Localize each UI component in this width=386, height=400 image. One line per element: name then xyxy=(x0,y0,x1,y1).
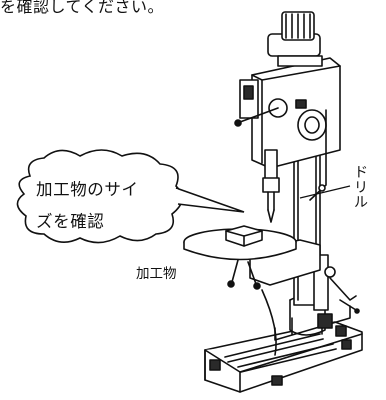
speech-bubble-shape xyxy=(16,149,183,244)
speech-bubble-tail xyxy=(175,187,245,213)
speech-bubble-line-2: ズを確認 xyxy=(36,212,105,231)
drill-label-char: ル xyxy=(354,195,368,211)
drill-leader-line xyxy=(299,185,351,199)
drill-label: ド リ ル xyxy=(353,166,369,211)
drill-label-char: ド xyxy=(354,165,368,181)
workpiece-label: 加工物 xyxy=(136,266,177,282)
drill-label-char: リ xyxy=(354,180,368,196)
instruction-fragment: を確認してください。 xyxy=(0,0,165,16)
speech-bubble-line-1: 加工物のサイ xyxy=(36,180,139,199)
